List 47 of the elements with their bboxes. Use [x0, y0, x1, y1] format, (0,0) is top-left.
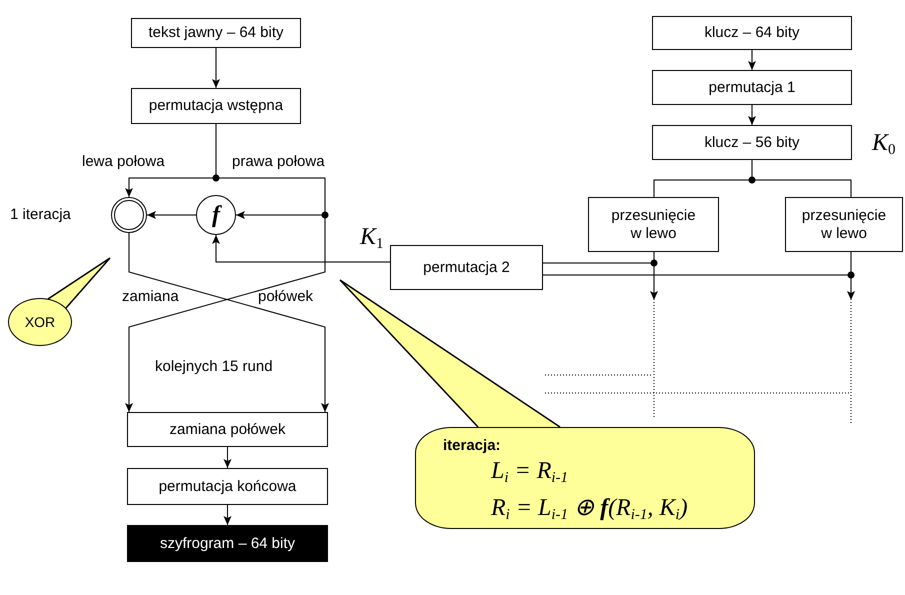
xor-circle — [111, 197, 147, 233]
process-box — [785, 197, 903, 252]
edge-label: K$_{1}$ — [360, 224, 384, 254]
process-box — [127, 468, 328, 505]
function-circle — [196, 195, 236, 235]
text-label: prawa połowa — [232, 153, 325, 171]
function-symbol: f — [212, 202, 220, 228]
box-label: permutacja 1 — [708, 78, 796, 96]
process-box — [652, 125, 852, 160]
callout-text: XOR — [24, 314, 56, 330]
arrow — [128, 232, 329, 412]
arrow — [146, 211, 196, 219]
callout-bubble — [8, 298, 72, 346]
callout-bubble — [415, 427, 755, 529]
formula: L$_{i}$ = R$_{i-1}$ — [491, 457, 568, 488]
box-label: klucz – 64 bity — [703, 24, 801, 42]
output-box — [127, 525, 328, 562]
box-label: permutacja 2 — [422, 258, 511, 276]
text-label: zamiana — [122, 288, 179, 306]
text-label: połówek — [258, 288, 314, 306]
box-label: permutacja wstępna — [148, 97, 284, 115]
process-box — [588, 197, 719, 252]
arrow — [224, 504, 232, 526]
box-label: klucz – 56 bity — [703, 134, 801, 152]
arrow — [748, 50, 756, 70]
formula: R$_{i}$ = L$_{i-1}$ ⊕ f(R$_{i-1}$, K$_{i}$) — [491, 494, 688, 525]
text-label: 1 iteracja — [10, 206, 71, 224]
process-box — [127, 412, 328, 447]
process-box — [652, 70, 852, 105]
process-box — [131, 88, 301, 124]
box-label: tekst jawny – 64 bity — [147, 24, 285, 42]
box-label: permutacja końcowa — [158, 478, 298, 496]
box-label: przesunięcie w lewo — [610, 206, 697, 242]
text-label: lewa połowa — [82, 153, 165, 171]
text-label: kolejnych 15 rund — [155, 358, 273, 376]
arrow — [212, 234, 390, 262]
key-symbol: K$_{0}$ — [872, 130, 896, 160]
arrow — [212, 48, 220, 88]
arrow — [748, 104, 756, 126]
box-label: szyfrogram – 64 bity — [158, 534, 296, 552]
box-label: zamiana połówek — [168, 420, 286, 438]
process-box — [131, 18, 301, 48]
callout-heading: iteracja: — [443, 436, 501, 456]
process-box — [652, 16, 852, 50]
box-label: przesunięcie w lewo — [800, 206, 888, 242]
process-box — [390, 245, 543, 290]
arrow — [224, 446, 232, 468]
